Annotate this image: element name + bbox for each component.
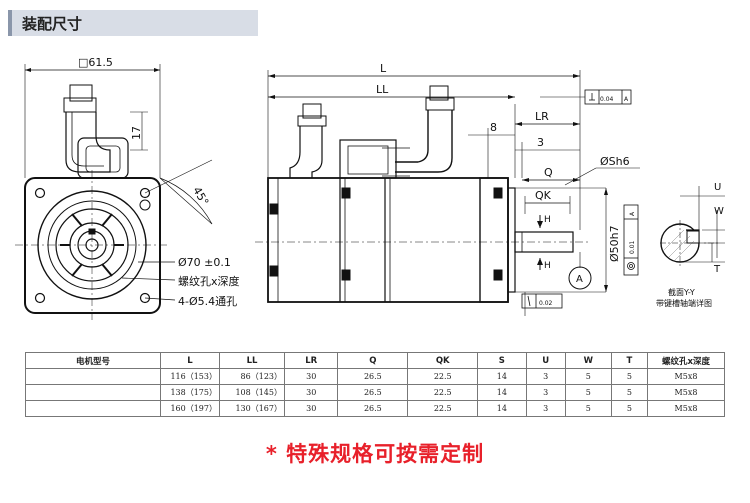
cell-Q: 26.5 (337, 368, 409, 385)
dim-LR-label: LR (535, 110, 549, 123)
cell-LL: 108（145） (219, 384, 285, 401)
cell-QK: 22.5 (407, 384, 479, 401)
cell-T: 5 (610, 368, 649, 385)
section-title: 装配尺寸 (22, 15, 83, 33)
cell-thread: M5x8 (647, 368, 725, 385)
header-Q: Q (337, 352, 409, 369)
cell-LR: 30 (283, 384, 339, 401)
table-row: 160（197） 130（167） 30 26.5 22.5 14 3 5 5 … (25, 400, 725, 417)
section-caption-2: 带键槽轴端详图 (656, 298, 712, 308)
header-T: T (610, 352, 649, 369)
pilot-label: Ø70 ±0.1 (178, 256, 231, 269)
section-W-label: W (714, 206, 724, 217)
section-mark-bottom: H (544, 261, 551, 271)
cell-U: 3 (525, 400, 566, 417)
dim-3-label: 3 (537, 136, 544, 149)
cell-model (25, 368, 161, 385)
table-row: 138（175） 108（145） 30 26.5 22.5 14 3 5 5 … (25, 384, 725, 401)
dim-Q-label: Q (544, 166, 553, 179)
section-T-label: T (713, 264, 721, 275)
cell-S: 14 (477, 368, 527, 385)
cell-model (25, 384, 161, 401)
datum-top-label: A (624, 96, 629, 103)
dim-QK-label: QK (535, 189, 552, 202)
front-view (15, 64, 213, 320)
cell-S: 14 (477, 384, 527, 401)
dim-LL-label: LL (376, 83, 389, 96)
cell-W: 5 (564, 400, 612, 417)
cell-QK: 22.5 (407, 368, 479, 385)
table-header-row: 电机型号 L LL LR Q QK S U W T 螺纹孔x深度 (25, 352, 725, 369)
cell-T: 5 (610, 384, 649, 401)
cell-LL: 130（167） (219, 400, 285, 417)
custom-spec-note: * 特殊规格可按需定制 (265, 442, 485, 466)
cell-LR: 30 (283, 400, 339, 417)
cell-W: 5 (564, 368, 612, 385)
tol-top-label: 0.04 (600, 96, 614, 103)
section-mark-top: H (544, 215, 551, 225)
datum-side-label: A (629, 211, 636, 216)
header-LR: LR (283, 352, 339, 369)
cell-thread: M5x8 (647, 400, 725, 417)
cell-L: 160（197） (160, 400, 220, 417)
cell-QK: 22.5 (407, 400, 479, 417)
cell-L: 116（153） (160, 368, 220, 385)
cell-U: 3 (525, 384, 566, 401)
cell-LR: 30 (283, 368, 339, 385)
cell-L: 138（175） (160, 384, 220, 401)
section-view (660, 186, 725, 268)
header-U: U (525, 352, 566, 369)
cell-LL: 86（123） (219, 368, 285, 385)
header-model: 电机型号 (25, 352, 161, 369)
assembly-drawing: □61.5 17 45° Ø70 ±0.1 螺纹孔x深度 4-Ø5.4通孔 L … (15, 56, 725, 320)
section-U-label: U (714, 182, 721, 193)
holes-label: 4-Ø5.4通孔 (178, 295, 237, 308)
angle-45-label: 45° (190, 185, 211, 208)
header-thread: 螺纹孔x深度 (647, 352, 725, 369)
dim-17-label: 17 (130, 126, 143, 140)
section-title-bar: 装配尺寸 (8, 10, 258, 36)
cell-Q: 26.5 (337, 384, 409, 401)
datum-A-label: A (576, 274, 583, 285)
cell-U: 3 (525, 368, 566, 385)
cell-Q: 26.5 (337, 400, 409, 417)
dim-8-label: 8 (490, 121, 497, 134)
header-W: W (564, 352, 612, 369)
cell-S: 14 (477, 400, 527, 417)
spec-table: 电机型号 L LL LR Q QK S U W T 螺纹孔x深度 116（153… (25, 352, 725, 417)
cell-thread: M5x8 (647, 384, 725, 401)
tol-bottom-label: 0.02 (539, 300, 553, 307)
spigot-dia-label: Ø50h7 (608, 225, 621, 262)
side-view (255, 70, 640, 316)
header-S: S (477, 352, 527, 369)
cell-W: 5 (564, 384, 612, 401)
tol-side-label: 0.01 (629, 240, 636, 254)
header-L: L (160, 352, 220, 369)
header-QK: QK (407, 352, 479, 369)
cell-model (25, 400, 161, 417)
shaft-dia-label: ØSh6 (600, 155, 630, 168)
tap-label: 螺纹孔x深度 (178, 274, 240, 288)
cell-T: 5 (610, 400, 649, 417)
header-LL: LL (219, 352, 285, 369)
square-label: □61.5 (78, 56, 113, 69)
dim-L-label: L (380, 62, 387, 75)
table-row: 116（153） 86（123） 30 26.5 22.5 14 3 5 5 M… (25, 368, 725, 385)
section-caption-1: 截面Y-Y (668, 287, 695, 297)
